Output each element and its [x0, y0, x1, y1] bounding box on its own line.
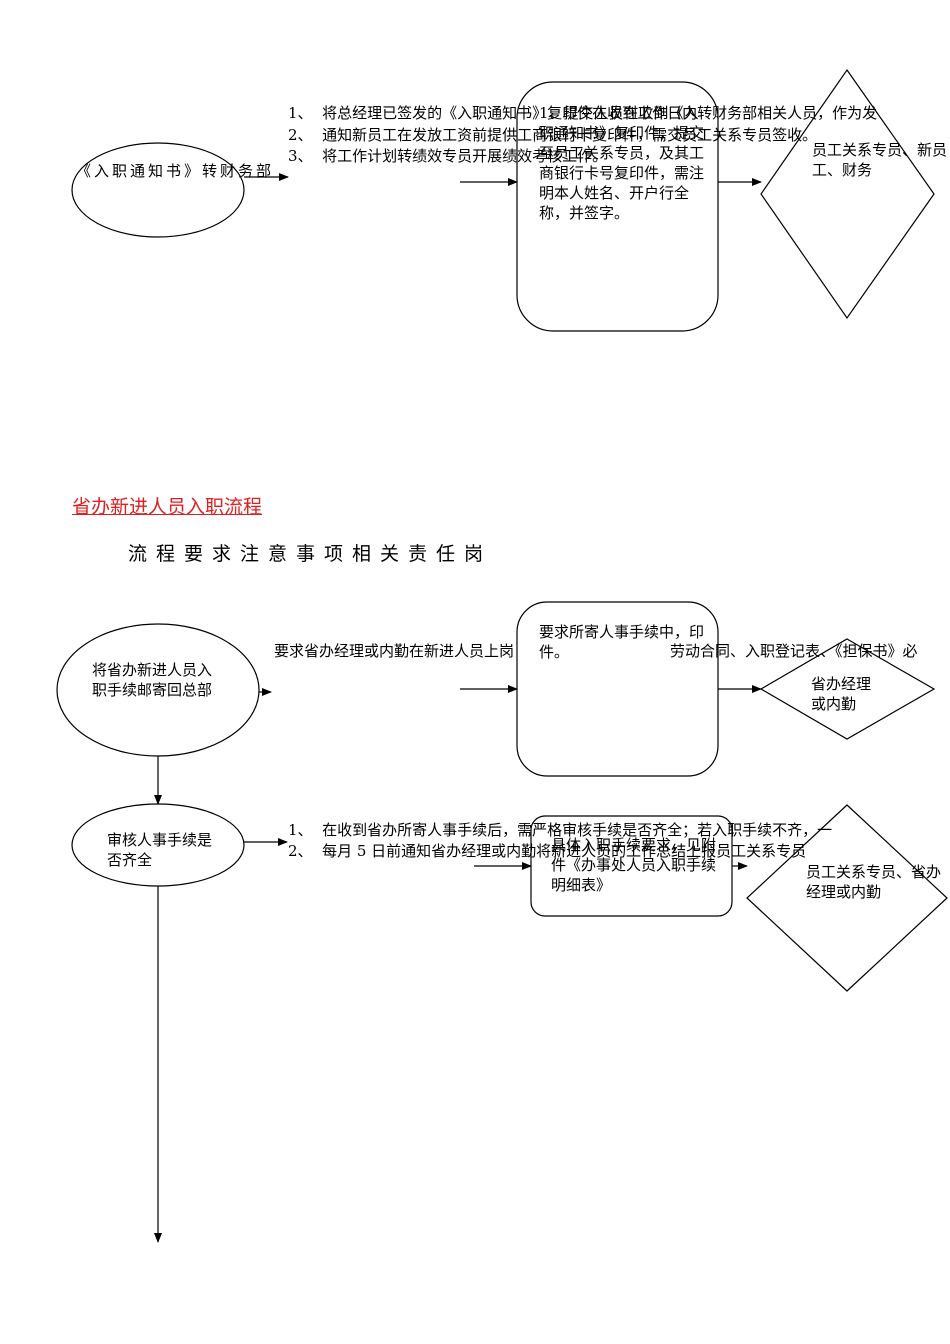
step1-note-tail: 劳动合同、入职登记表、《担保书》必	[670, 642, 918, 660]
top-note-1: 1、 将总经理已签发的《入职通知书》复印件在收到工作日内转财务部相关人员，作为发	[288, 104, 878, 122]
step2-ellipse-label: 审核人事手续是否齐全	[107, 831, 213, 869]
step2-requirement-text: 具体入职手续要求，见附件《办事处人员入职手续明细表》	[551, 836, 717, 894]
step1-responsible-text: 省办经理或内勤	[811, 675, 872, 713]
step1-note: 要求省办经理或内勤在新进人员上岗第5天内及时将入职手续办齐并邮寄回总部（	[274, 642, 514, 660]
step1-ellipse-label: 将省办新进人员入职手续邮寄回总部	[92, 661, 213, 699]
top-note-3: 3、 将工作计划转绩效专员开展绩效考核工作。	[288, 147, 608, 165]
section-title-main: 省办新进人员入职	[72, 496, 225, 518]
table-header: 流程要求注意事项相关责任岗	[128, 543, 493, 565]
top-requirement-text: 1、提交人员在收到《入职通知书》复印件，提交至员工关系专员，及其工商银行卡号复印…	[539, 104, 705, 222]
requirement-box-shape	[516, 81, 719, 332]
step2-diamond-shape	[746, 804, 948, 992]
section-title: 省办新进人员入职流程	[72, 494, 262, 520]
step2-responsible-text: 员工关系专员、省办经理或内勤	[806, 863, 942, 901]
step2-note-2: 2、 每月 5 日前通知省办经理或内勤将新进人员的工作总结上报员工关系专员	[288, 842, 807, 860]
step2-note-1: 1、 在收到省办所寄人事手续后，需严格审核手续是否齐全；若入职手续不齐，一	[288, 821, 833, 839]
responsible-diamond-shape	[760, 68, 935, 320]
start-ellipse-label: 《入职通知书》转财务部	[76, 162, 275, 180]
top-responsible-text: 员工关系专员、新员工、财务	[812, 141, 948, 179]
step1-requirement-text: 要求所寄人事手续中，印件。	[539, 623, 705, 661]
start-ellipse-shape	[71, 142, 245, 238]
step1-diamond-shape	[759, 638, 936, 740]
section-title-tail: 流程	[224, 496, 263, 518]
top-note-2: 2、 通知新员工在发放工资前提供工商银行卡复印件，需交员工关系专员签收。	[288, 126, 818, 144]
